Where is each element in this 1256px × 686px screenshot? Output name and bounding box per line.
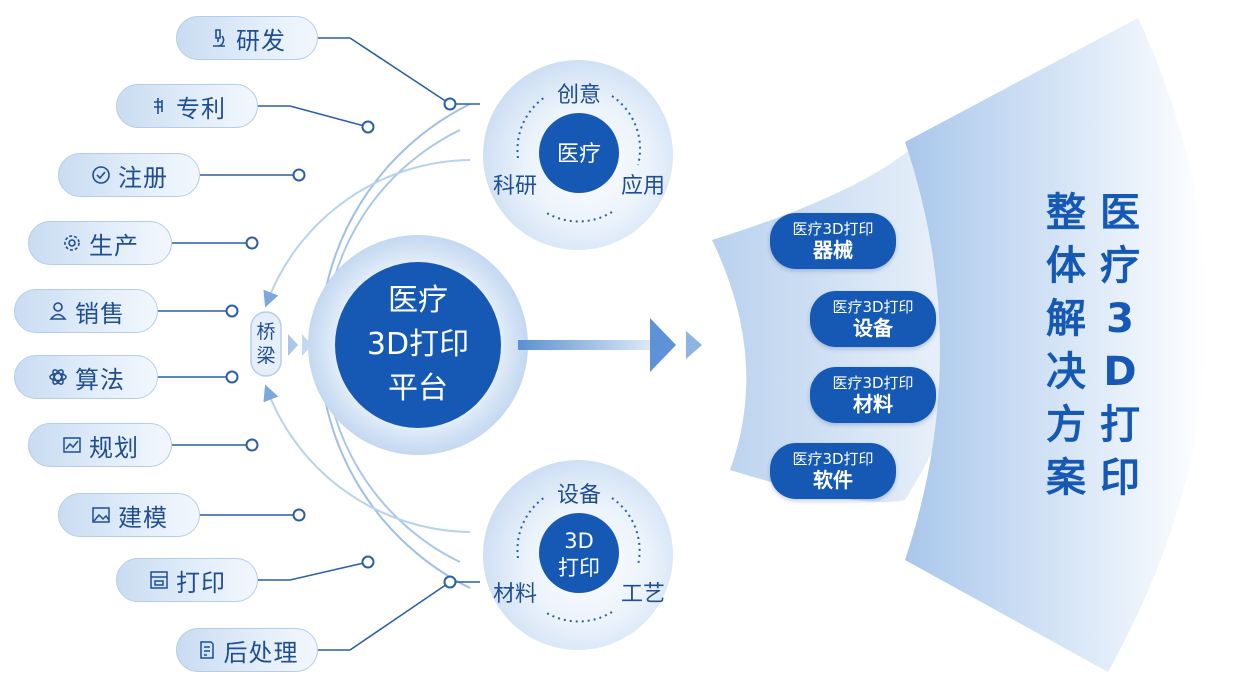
top-cycle-right-label: 应用 xyxy=(621,174,665,199)
bottom-cycle-center-label-1: 3D xyxy=(564,529,594,553)
microscope-icon xyxy=(208,27,230,49)
inner-arc-top xyxy=(263,159,471,308)
chart-icon xyxy=(61,434,83,456)
top-cycle-center xyxy=(539,113,619,193)
bridge-pill xyxy=(250,311,282,377)
document-icon xyxy=(196,639,218,661)
printer-icon xyxy=(148,569,170,591)
left-item-label: 后处理 xyxy=(223,638,299,667)
connector-lines xyxy=(158,37,480,651)
top-cycle-arc-bottom xyxy=(544,211,613,223)
solution-char: 医 xyxy=(1100,190,1140,236)
solution-char: 疗 xyxy=(1100,243,1140,289)
product-button-software[interactable]: 医疗3D打印 软件 xyxy=(770,443,896,499)
product-line2: 器械 xyxy=(813,238,853,262)
left-item-label: 规划 xyxy=(89,433,139,462)
atom-icon xyxy=(47,366,69,388)
bottom-cycle-center xyxy=(539,513,619,593)
solution-char: D xyxy=(1103,349,1136,395)
bottom-cycle-arc-left xyxy=(516,496,546,559)
bottom-cycle-right-label: 工艺 xyxy=(621,582,665,607)
left-item-sales[interactable]: 销售 xyxy=(14,289,158,333)
left-item-post-processing[interactable]: 后处理 xyxy=(176,628,318,672)
bottom-cycle-center-label-2: 打印 xyxy=(558,556,600,580)
center-label-2: 3D打印 xyxy=(367,327,469,362)
left-item-modeling[interactable]: 建模 xyxy=(58,493,200,537)
bottom-cycle-left-label: 材料 xyxy=(493,582,537,607)
product-line2: 软件 xyxy=(813,468,853,492)
product-line1: 医疗3D打印 xyxy=(792,450,874,468)
product-line1: 医疗3D打印 xyxy=(832,298,914,316)
left-item-label: 专利 xyxy=(176,94,226,123)
solution-char: 印 xyxy=(1100,455,1140,501)
product-button-instruments[interactable]: 医疗3D打印 器械 xyxy=(770,213,896,269)
top-cycle-center-label: 医疗 xyxy=(557,142,601,167)
check-circle-icon xyxy=(90,164,112,186)
gear-icon xyxy=(61,232,83,254)
solution-char: 案 xyxy=(1046,455,1087,501)
solution-text-col1: 医 疗 3 D 打 印 xyxy=(1100,190,1140,501)
bridge-label-1: 桥 xyxy=(256,321,275,343)
left-item-label: 打印 xyxy=(176,568,226,597)
patent-icon xyxy=(148,95,170,117)
solution-char: 体 xyxy=(1046,243,1086,289)
left-item-label: 研发 xyxy=(236,26,286,55)
solution-fan-sector xyxy=(905,18,1208,672)
product-line2: 材料 xyxy=(853,392,893,416)
left-item-label: 生产 xyxy=(89,231,139,260)
image-icon xyxy=(90,504,112,526)
left-item-label: 销售 xyxy=(75,299,125,328)
solution-char: 整 xyxy=(1046,190,1086,236)
product-button-equipment[interactable]: 医疗3D打印 设备 xyxy=(810,291,936,347)
product-line1: 医疗3D打印 xyxy=(832,374,914,392)
bottom-cycle-arc-right xyxy=(611,497,641,566)
solution-char: 解 xyxy=(1046,296,1086,342)
left-item-production[interactable]: 生产 xyxy=(28,221,172,265)
top-cycle-left-label: 科研 xyxy=(493,174,537,199)
bottom-cycle-top-label: 设备 xyxy=(557,483,601,508)
bottom-cycle-arc-bottom xyxy=(544,611,613,623)
left-item-printing[interactable]: 打印 xyxy=(116,558,258,602)
flow-arrow-head-small xyxy=(686,331,702,359)
center-label-1: 医疗 xyxy=(388,283,448,318)
solution-char: 方 xyxy=(1046,402,1086,448)
left-item-rd[interactable]: 研发 xyxy=(176,16,318,60)
flow-arrow-bar xyxy=(518,340,650,350)
bridge-label-2: 梁 xyxy=(256,345,275,367)
product-button-materials[interactable]: 医疗3D打印 材料 xyxy=(810,367,936,423)
connector-dots xyxy=(225,97,457,589)
left-item-patent[interactable]: 专利 xyxy=(116,84,258,128)
left-item-planning[interactable]: 规划 xyxy=(28,423,172,467)
left-item-algorithm[interactable]: 算法 xyxy=(14,355,158,399)
left-item-registration[interactable]: 注册 xyxy=(58,153,200,197)
person-icon xyxy=(47,300,69,322)
solution-char: 打 xyxy=(1100,402,1140,448)
left-item-label: 算法 xyxy=(75,365,125,394)
chevron-icon xyxy=(302,334,312,356)
center-label-3: 平台 xyxy=(388,371,448,406)
solution-char: 决 xyxy=(1046,349,1086,395)
top-cycle-arc-left xyxy=(516,96,546,159)
center-platform-circle xyxy=(335,262,501,428)
top-cycle-top-label: 创意 xyxy=(557,83,601,108)
product-line2: 设备 xyxy=(853,316,893,340)
solution-char: 3 xyxy=(1106,296,1134,342)
solution-text-col2: 整 体 解 决 方 案 xyxy=(1046,190,1087,501)
left-item-label: 建模 xyxy=(118,503,168,532)
flow-arrow-head xyxy=(650,318,676,372)
inner-arc-bottom xyxy=(263,384,471,533)
product-line1: 医疗3D打印 xyxy=(792,220,874,238)
left-item-label: 注册 xyxy=(118,163,168,192)
chevron-icon xyxy=(288,334,298,356)
